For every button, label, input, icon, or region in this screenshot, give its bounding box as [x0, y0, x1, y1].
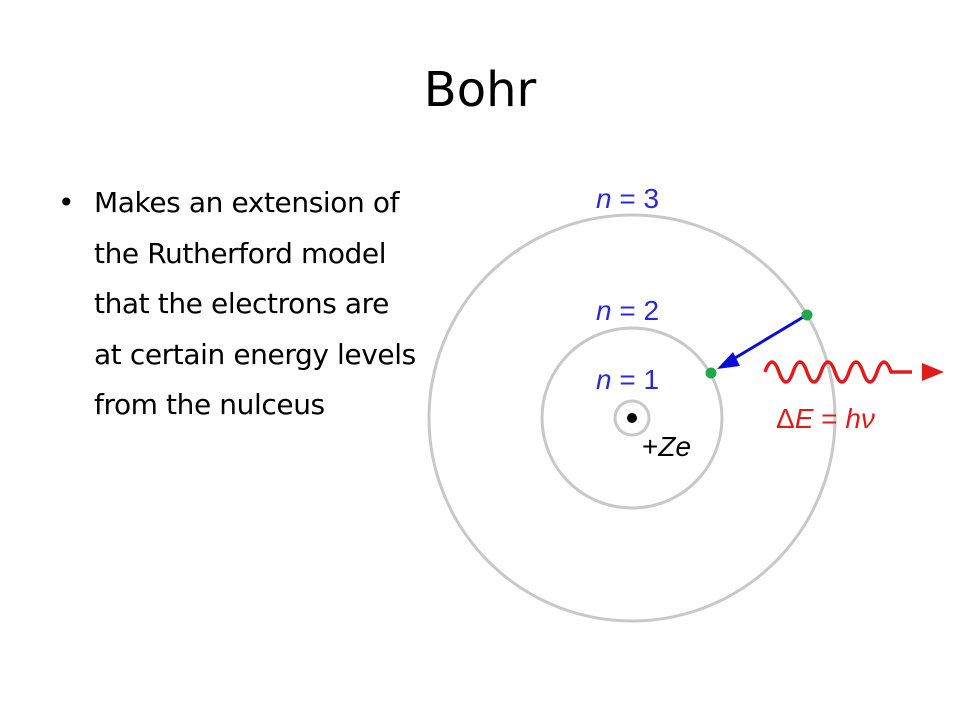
- electron-outer: [801, 309, 813, 321]
- electron-inner: [705, 367, 717, 379]
- bullet-text: Makes an extension of the Rutherford mod…: [94, 186, 416, 421]
- orbit-n2: [540, 326, 724, 510]
- bullet-dot-icon: •: [58, 186, 75, 219]
- bullet-list: • Makes an extension of the Rutherford m…: [58, 178, 418, 431]
- bohr-model-diagram: +Ze n = 3 n = 2 n = 1 ΔE = hν: [427, 183, 944, 623]
- slide-title: Bohr: [423, 62, 537, 118]
- level-label-n1: n = 1: [596, 364, 659, 395]
- orbit-n1: [613, 399, 651, 437]
- nucleus-dot: [627, 413, 637, 423]
- photon-energy-label: ΔE = hν: [776, 403, 875, 434]
- transition-arrow-line: [729, 314, 806, 363]
- orbit-n3: [427, 213, 837, 623]
- level-label-n3: n = 3: [596, 183, 659, 214]
- transition-arrowhead-icon: [717, 352, 740, 369]
- level-label-n2: n = 2: [596, 295, 659, 326]
- photon-wave-icon: [763, 360, 912, 384]
- photon-arrowhead-icon: [922, 363, 944, 381]
- bullet-item: • Makes an extension of the Rutherford m…: [58, 178, 418, 431]
- nucleus-charge-label: +Ze: [642, 431, 691, 462]
